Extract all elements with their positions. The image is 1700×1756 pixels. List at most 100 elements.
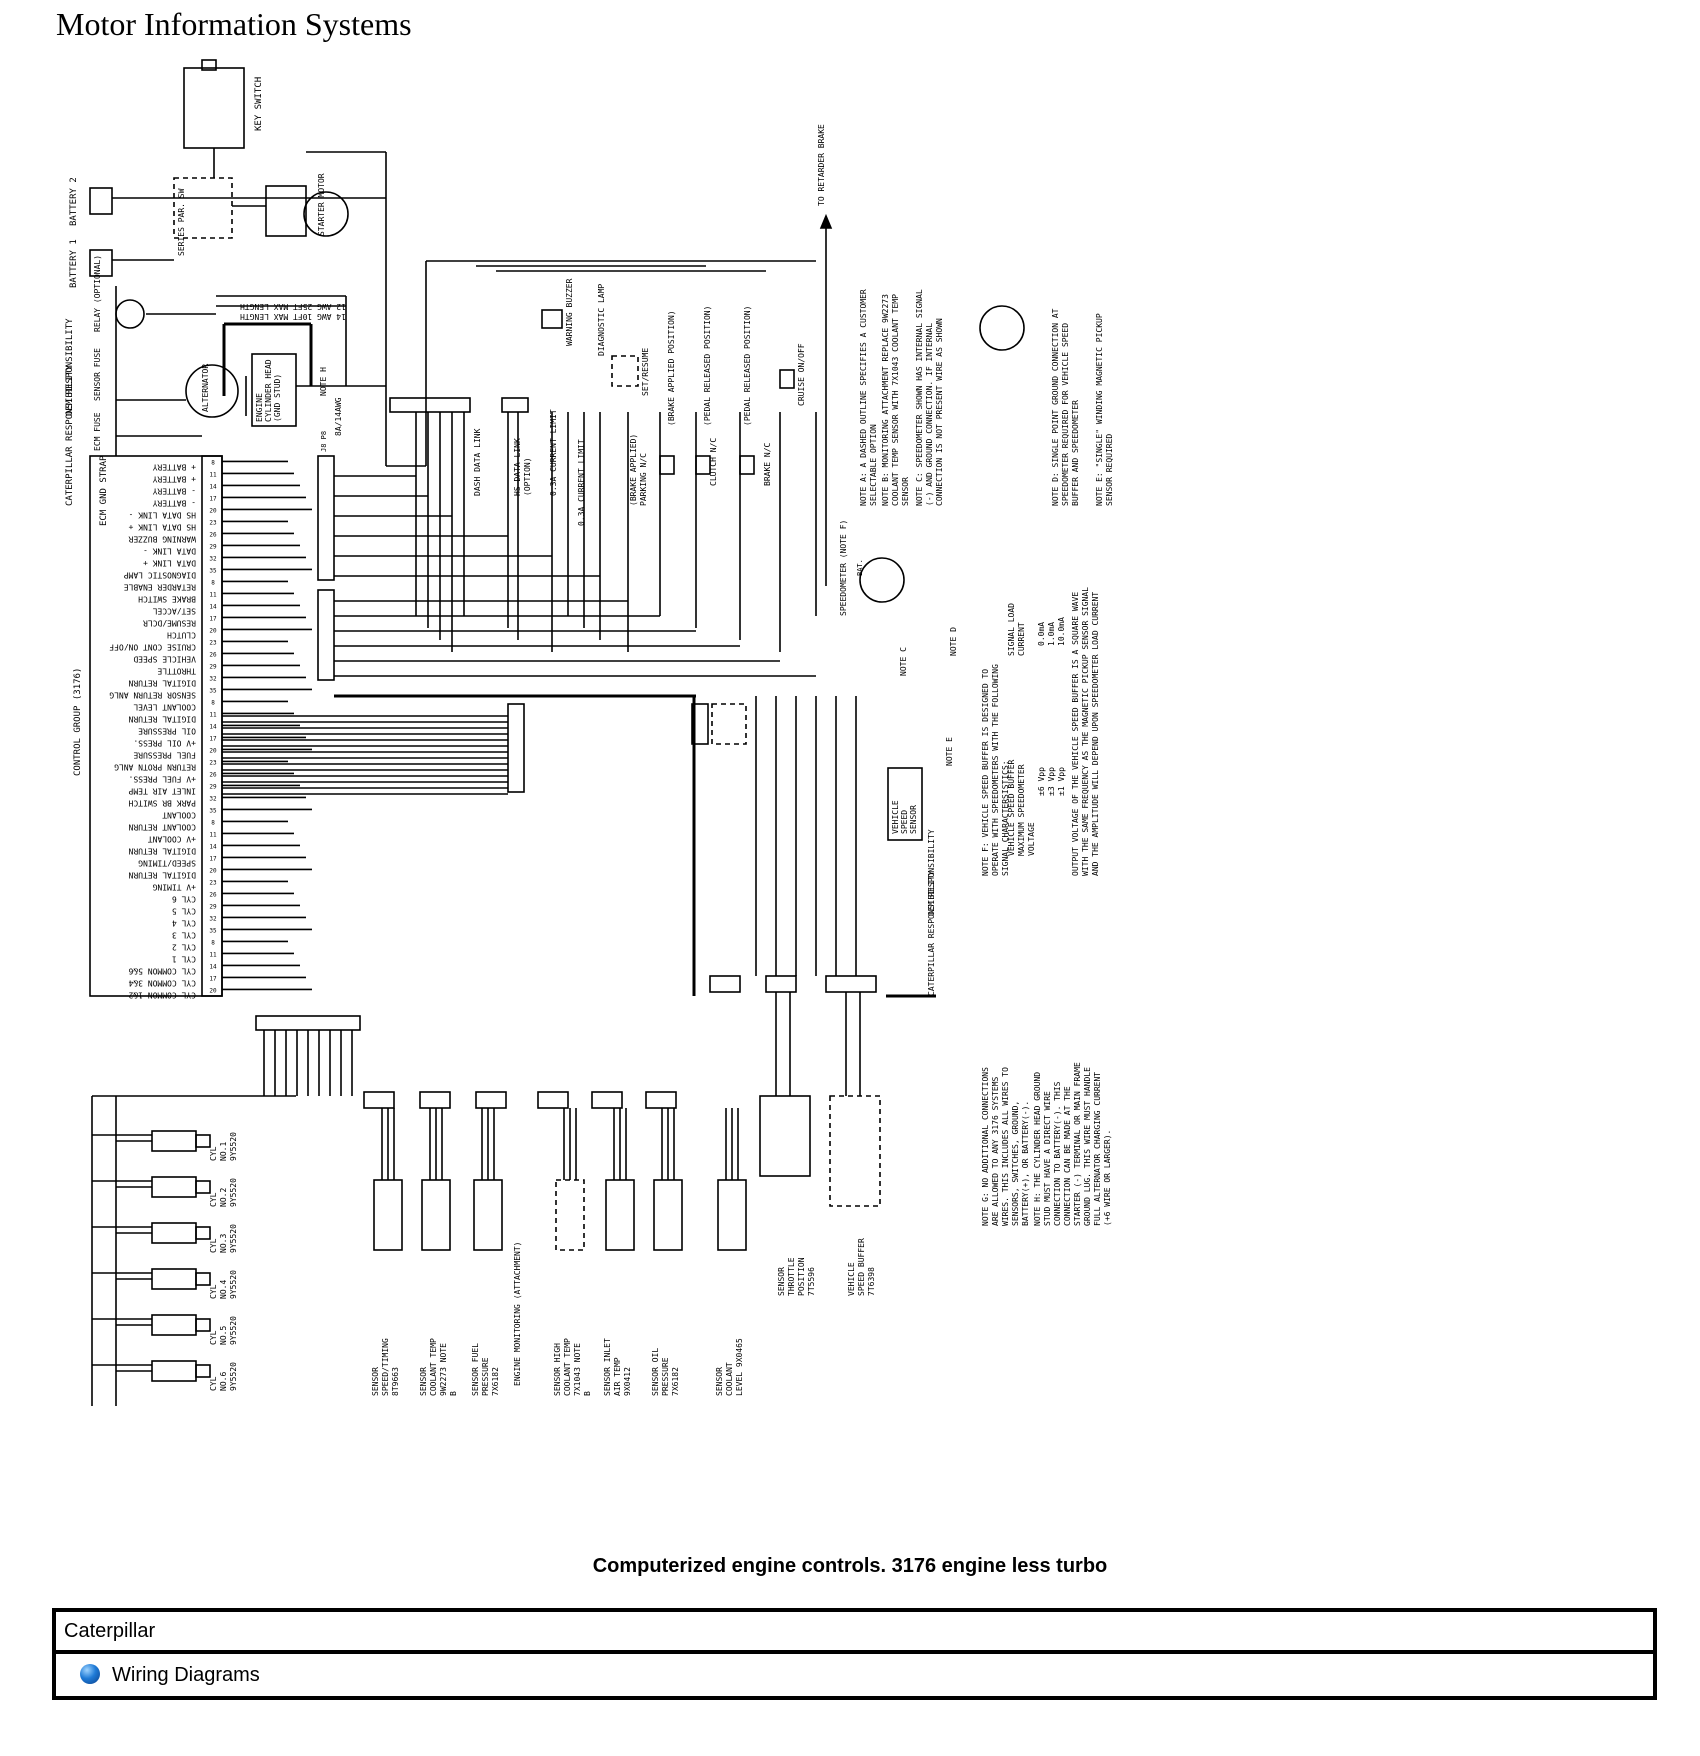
note-c-text: CONNECTION IS NOT PRESENT WIRE AS SHOWN	[935, 318, 944, 506]
ecm-function-label: PARK BR SWITCH	[128, 798, 196, 807]
injector-body	[151, 1222, 197, 1244]
ecm-pin-number: 23	[209, 639, 217, 646]
note-e-text: SENSOR REQUIRED	[1105, 434, 1114, 506]
ecm-function-label: INLET AIR TEMP	[128, 786, 196, 795]
sensor-label: PRESSURE	[481, 1357, 490, 1396]
ecm-pin-number: 17	[209, 495, 217, 502]
injector-label: CYL	[209, 1192, 218, 1207]
sensor-label: B	[583, 1391, 592, 1396]
connector-j17	[645, 1091, 677, 1109]
ecm-function-label: CYL COMMON 5&6	[128, 966, 196, 975]
ecm-pin-number: 32	[209, 795, 217, 802]
dash-switch-4	[779, 369, 795, 389]
ecm-function-label: DIGITAL RETURN	[128, 870, 196, 879]
sensor-label: SPEED BUFFER	[857, 1238, 866, 1296]
oem-responsibility-label: OEM RESPONSIBILITY	[65, 318, 75, 416]
sensor-body	[421, 1179, 451, 1251]
injector-label: NO.5	[219, 1326, 228, 1345]
sensor-label: PRESSURE	[661, 1357, 670, 1396]
pedal-released-label-2: (PEDAL RELEASED POSITION)	[743, 306, 752, 426]
note-f-header: SIGNAL LOAD	[1007, 603, 1016, 656]
battery-1-label: BATTERY 1	[69, 239, 79, 288]
ecm-pin-number: 23	[209, 519, 217, 526]
ecm-function-label: +V OIL PRESS.	[133, 738, 196, 747]
sensor-fuse-label: SENSOR FUSE	[93, 348, 102, 401]
ecm-pin-number: 11	[209, 471, 217, 478]
sensor-label: SENSOR	[715, 1367, 724, 1396]
injector-label: NO.1	[219, 1142, 228, 1161]
starter-motor	[303, 191, 349, 237]
connector-j5-p5	[255, 1015, 361, 1031]
note-c-text: NOTE C: SPEEDOMETER SHOWN HAS INTERNAL S…	[915, 289, 924, 506]
current-limit-label: 0.3A CURRENT LIMIT	[549, 409, 558, 496]
series-par-switch	[173, 177, 233, 239]
connector-j13	[501, 397, 529, 413]
sensor-body	[373, 1179, 403, 1251]
ecm-function-label: RETARDER ENABLE	[124, 582, 196, 591]
sensor-body	[829, 1095, 881, 1207]
note-f-voltage: ±6 Vpp	[1037, 767, 1046, 796]
ecm-function-label: CYL COMMON 3&4	[128, 978, 196, 987]
dash-switch-2	[695, 455, 711, 475]
note-d-text: SPEEDOMETER REQUIRED FOR VEHICLE SPEED	[1061, 323, 1070, 506]
ecm-function-label: FUEL PRESSURE	[133, 750, 196, 759]
category-label: Caterpillar	[64, 1620, 156, 1642]
ecm-function-label: SPEED/TIMING	[138, 858, 196, 867]
ecm-function-label: + BATTERY	[152, 462, 196, 471]
vehicle-speed-sensor	[887, 767, 923, 841]
ecm-pin-number: 35	[209, 567, 217, 574]
sensor-label: SENSOR OIL	[651, 1348, 660, 1396]
note-d-text: NOTE D: SINGLE POINT GROUND CONNECTION A…	[1051, 308, 1060, 506]
ecm-pin-number: 26	[209, 651, 217, 658]
wire-14awg-label: 14 AWG 10FT MAX LENGTH	[240, 312, 346, 321]
series-par-label: SERIES PAR. SW	[177, 188, 186, 256]
diagnostic-lamp-label: DIAGNOSTIC LAMP	[597, 284, 606, 356]
ecm-function-label: - BATTERY	[152, 498, 196, 507]
oem-resp-lower: OEM RESPONSIBILITY	[927, 829, 936, 916]
battery-2	[89, 187, 113, 215]
ecm-function-label: COOLANT RETURN	[128, 822, 196, 831]
injector-label: CYL	[209, 1238, 218, 1253]
vehicle-speed-sensor-label: SENSOR	[909, 805, 918, 834]
control-group-label: CONTROL GROUP (3176)	[73, 668, 83, 776]
key-switch-cap	[201, 59, 217, 71]
ecm-pin-number: 20	[209, 747, 217, 754]
ecm-pin-number: 29	[209, 543, 217, 550]
connector-j9-p9	[363, 1091, 395, 1109]
connector-j12	[389, 397, 471, 413]
ecm-function-label: RESUME/DCLR	[143, 618, 196, 627]
ecm-function-label: DIGITAL RETURN	[128, 678, 196, 687]
ecm-function-label: SET/ACCEL	[152, 606, 196, 615]
warning-buzzer	[541, 309, 563, 329]
note-h-text: STUD MUST HAVE A DIRECT WIRE	[1043, 1091, 1052, 1226]
injector-label: 9Y5520	[229, 1132, 238, 1161]
current-limit-label-2: 0.3A CURRENT LIMIT	[577, 439, 586, 526]
sensor-label: SPEED/TIMING	[381, 1338, 390, 1396]
note-g-text: ARE ALLOWED TO ANY 3176 SYSTEMS	[991, 1077, 1000, 1226]
sensor-label: SENSOR	[371, 1367, 380, 1396]
connector-j6-p6	[507, 703, 525, 793]
ecm-pin-number: 17	[209, 615, 217, 622]
note-g-text: NOTE G: NO ADDITIONAL CONNECTIONS	[981, 1067, 990, 1226]
injector-body	[151, 1176, 197, 1198]
wiring-diagrams-row[interactable]: Wiring Diagrams	[52, 1650, 1657, 1700]
sensor-label: AIR TEMP	[613, 1357, 622, 1396]
ecm-function-label: COOLANT	[162, 810, 196, 819]
connector-j11-p11	[765, 975, 797, 993]
note-g-text: SENSORS, SWITCHES, GROUND,	[1011, 1101, 1020, 1226]
note-f-footer: AND THE AMPLITUDE WILL DEPEND UPON SPEED…	[1091, 592, 1100, 876]
ecm-function-label: DATA LINK -	[143, 546, 196, 555]
note-c-text: (-) AND GROUND CONNECTION. IF INTERNAL	[925, 323, 934, 506]
connector-j18-p18	[709, 975, 741, 993]
wiring-diagrams-link[interactable]: Wiring Diagrams	[112, 1664, 260, 1686]
hs-data-link-label: (OPTION)	[523, 457, 532, 496]
injector-label: 9Y5520	[229, 1178, 238, 1207]
ecm-pin-number: 11	[209, 831, 217, 838]
note-f-current: 10.0mA	[1057, 617, 1066, 646]
sensor-body	[473, 1179, 503, 1251]
injector-label: CYL	[209, 1146, 218, 1161]
injector-tip	[195, 1226, 211, 1240]
sensor-label: THROTTLE	[787, 1257, 796, 1296]
ecm-function-label: BRAKE SWITCH	[138, 594, 196, 603]
